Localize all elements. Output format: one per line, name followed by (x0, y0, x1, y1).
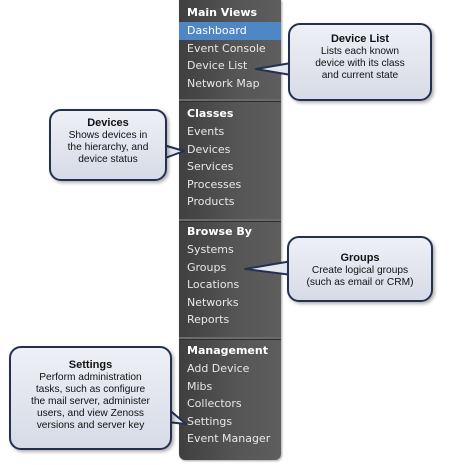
section-divider (179, 99, 281, 102)
section-main-views: Main Views Dashboard Event Console Devic… (179, 4, 281, 92)
nav-item-network-map[interactable]: Network Map (187, 76, 260, 90)
callout-line: Shows devices in (68, 130, 148, 141)
callout-line: users, and view Zenoss (36, 408, 145, 419)
callout-line: (such as email or CRM) (306, 277, 414, 288)
nav-item-products[interactable]: Products (187, 195, 235, 209)
nav-item-reports[interactable]: Reports (187, 313, 230, 327)
section-heading: Main Views (187, 6, 258, 19)
nav-item-locations[interactable]: Locations (187, 278, 240, 292)
callout-line: the hierarchy, and (67, 142, 149, 153)
nav-item-event-console[interactable]: Event Console (187, 41, 266, 55)
nav-item-add-device[interactable]: Add Device (187, 362, 250, 375)
callout-title: Settings (68, 359, 113, 371)
nav-item-device-list[interactable]: Device List (187, 59, 248, 73)
callout-line: the mail server, administer (31, 396, 150, 407)
nav-item-events[interactable]: Events (187, 125, 225, 138)
nav-item-networks[interactable]: Networks (187, 295, 239, 309)
callout-title: Device List (330, 33, 390, 45)
section-heading: Classes (187, 107, 234, 120)
nav-item-devices[interactable]: Devices (187, 142, 231, 156)
navigation-sidebar: Main Views Dashboard Event Console Devic… (179, 0, 281, 460)
callout-device-list: Device List Lists each known device with… (288, 23, 432, 101)
section-classes: Classes Events Devices Services Processe… (179, 105, 281, 211)
section-divider (179, 219, 281, 222)
callout-title: Devices (87, 117, 129, 129)
nav-item-settings[interactable]: Settings (187, 414, 233, 428)
section-heading: Browse By (187, 225, 252, 238)
callout-line: and current state (321, 70, 399, 81)
nav-item-mibs[interactable]: Mibs (187, 379, 213, 393)
callout-line: versions and server key (36, 420, 145, 431)
callout-line: device status (78, 154, 138, 165)
nav-item-processes[interactable]: Processes (187, 177, 242, 191)
callout-devices: Devices Shows devices in the hierarchy, … (49, 109, 167, 181)
nav-item-event-manager[interactable]: Event Manager (187, 432, 271, 446)
callout-settings: Settings Perform administration tasks, s… (9, 346, 172, 450)
nav-item-dashboard[interactable]: Dashboard (179, 22, 281, 40)
section-heading: Management (187, 344, 268, 357)
groups-pointer (244, 260, 293, 276)
callout-line: Create logical groups (311, 265, 409, 276)
callout-line: tasks, such as configure (35, 384, 146, 395)
nav-item-groups[interactable]: Groups (187, 260, 227, 274)
callout-line: device with its class (315, 58, 405, 69)
nav-item-systems[interactable]: Systems (187, 243, 234, 256)
callout-line: Perform administration (39, 372, 142, 383)
nav-item-services[interactable]: Services (187, 160, 234, 174)
callout-groups: Groups Create logical groups (such as em… (287, 236, 433, 302)
section-divider (179, 337, 281, 340)
section-browse-by: Browse By Systems Groups Locations Netwo… (179, 223, 281, 329)
section-management: Management Add Device Mibs Collectors Se… (179, 342, 281, 448)
nav-item-collectors[interactable]: Collectors (187, 397, 242, 411)
callout-title: Groups (340, 252, 380, 264)
callout-line: Lists each known (320, 46, 400, 57)
